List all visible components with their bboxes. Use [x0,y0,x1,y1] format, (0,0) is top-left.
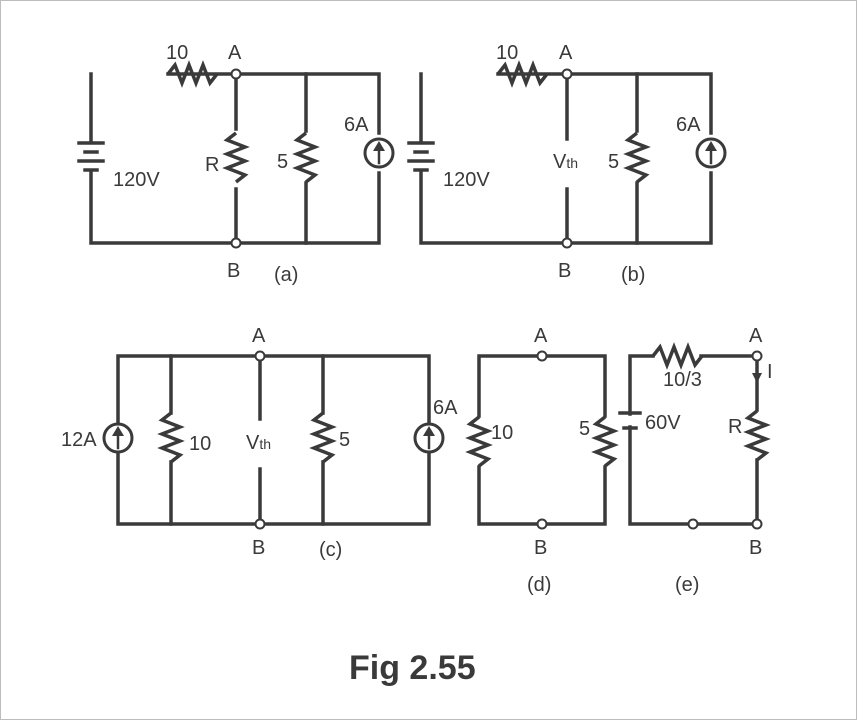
current-arrow-e [752,362,762,383]
node-b-bottom [561,237,573,249]
label-e-tag: (e) [675,574,699,596]
battery-e [618,411,642,430]
label-e-60v: 60V [645,412,681,434]
node-e-mid [687,518,699,530]
resistor-d-10 [468,415,490,468]
label-c-10: 10 [189,433,211,455]
circuit-a: 10 A 120V R 5 6A B (a) [77,42,395,286]
node-c-bottom [254,518,266,530]
node-e-bottom [751,518,763,530]
label-e-node-top: A [749,325,763,347]
resistor-e-r [746,409,768,462]
label-e-node-bottom: B [749,537,762,559]
label-a-tag: (a) [274,264,298,286]
resistor-e-10-3 [651,345,704,367]
label-b-vth-sub: th [566,155,578,171]
label-e-r: R [728,416,742,438]
label-b-node-top: A [559,42,573,64]
label-d-5: 5 [579,418,590,440]
node-e-top [751,350,763,362]
resistor-d-5 [594,415,616,468]
current-source-c-right [413,422,445,454]
resistor-c-5 [312,411,334,464]
label-c-node-bottom: B [252,537,265,559]
circuit-d: A 10 5 B (d) [468,325,616,596]
label-a-6a: 6A [344,114,369,136]
label-d-10: 10 [491,422,513,444]
current-source-b [695,137,727,169]
circuit-c: 12A 10 A Vth 5 6A B (c) [61,325,458,561]
label-d-tag: (d) [527,574,551,596]
figure-caption: Fig 2.55 [349,649,476,687]
node-b-top [561,68,573,80]
circuit-e: 10/3 A I 60V R B (e) [618,325,773,596]
node-a-bottom [230,237,242,249]
battery-a [77,141,105,172]
node-c-top [254,350,266,362]
label-a-node-top: A [228,42,242,64]
label-b-battery: 120V [443,169,490,191]
battery-b [407,141,435,172]
label-a-10: 10 [166,42,188,64]
label-a-5: 5 [277,151,288,173]
node-d-bottom [536,518,548,530]
resistor-a-5 [295,131,317,184]
current-source-c-left [102,422,134,454]
label-c-5: 5 [339,429,350,451]
label-d-node-bottom: B [534,537,547,559]
node-a-top [230,68,242,80]
resistor-c-10 [160,411,182,464]
label-c-vth-main: V [246,432,260,454]
label-a-battery: 120V [113,169,160,191]
label-a-r: R [205,154,219,176]
label-b-10: 10 [496,42,518,64]
resistor-a-r [225,131,247,184]
label-c-node-top: A [252,325,266,347]
label-c-12a: 12A [61,429,97,451]
label-b-node-bottom: B [558,260,571,282]
label-b-tag: (b) [621,264,645,286]
label-b-vth-main: V [553,151,567,173]
current-source-a [363,137,395,169]
label-c-6a: 6A [433,397,458,419]
label-c-vth-sub: th [259,436,271,452]
circuit-b: 10 A 120V Vth 5 6A B (b) [407,42,727,286]
label-a-node-bottom: B [227,260,240,282]
node-d-top [536,350,548,362]
label-e-i: I [767,361,773,383]
label-e-10-3: 10/3 [663,369,702,391]
label-b-5: 5 [608,151,619,173]
label-d-node-top: A [534,325,548,347]
resistor-b-5 [626,131,648,184]
label-b-6a: 6A [676,114,701,136]
label-c-vth: Vth [246,432,271,454]
label-c-tag: (c) [319,539,342,561]
label-b-vth: Vth [553,151,578,173]
